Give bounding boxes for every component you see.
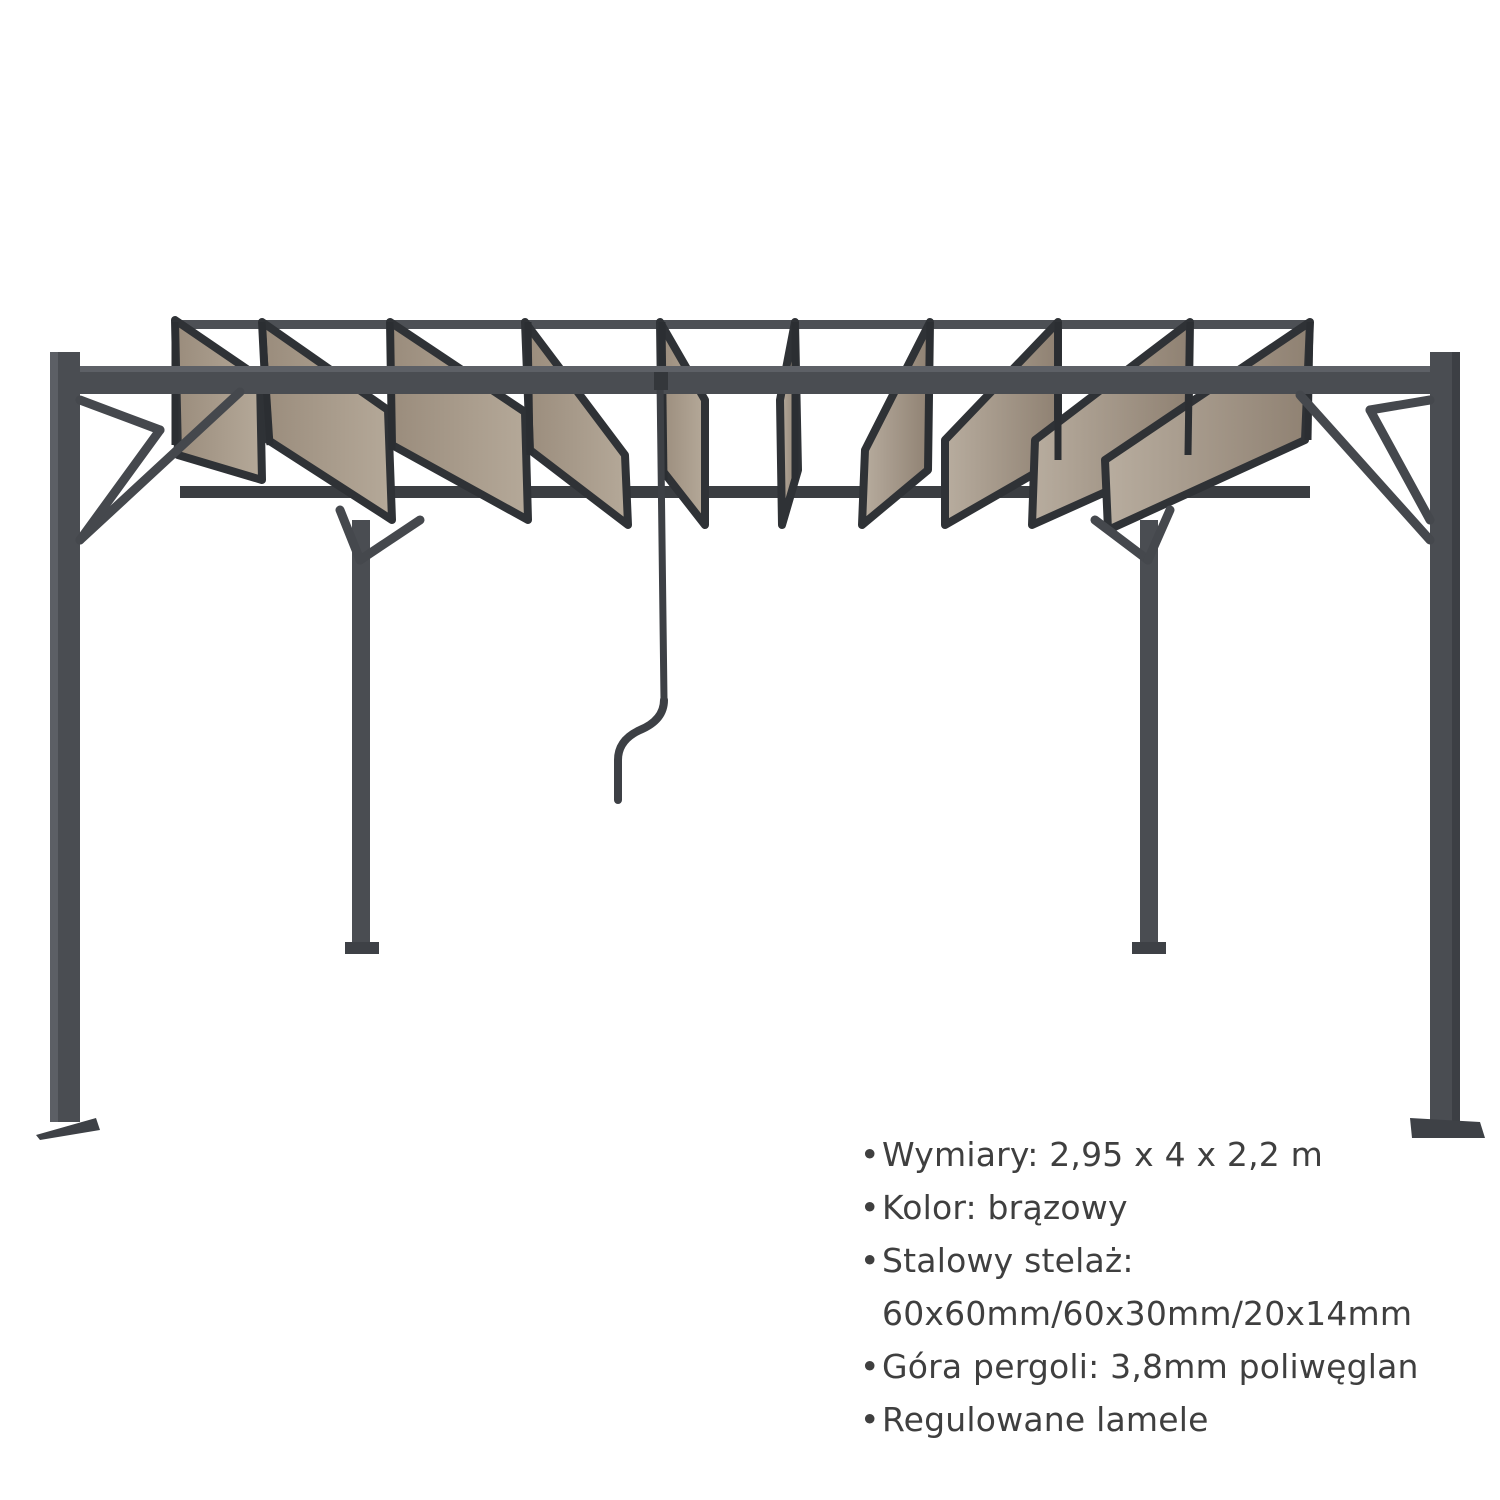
back-posts [345, 520, 1166, 954]
crank-handle [614, 376, 668, 804]
spec-frame: •Stalowy stelaż: [860, 1241, 1134, 1280]
corner-braces [75, 387, 1435, 565]
front-posts [36, 352, 1485, 1140]
spec-color: •Kolor: brązowy [860, 1188, 1128, 1227]
spec-slats: •Regulowane lamele [860, 1400, 1209, 1439]
spec-list: •Wymiary: 2,95 x 4 x 2,2 m •Kolor: brązo… [860, 1128, 1419, 1446]
spec-dimensions: •Wymiary: 2,95 x 4 x 2,2 m [860, 1135, 1324, 1174]
crank-mount [654, 372, 668, 390]
back-rail [172, 320, 1312, 498]
spec-roof: •Góra pergoli: 3,8mm poliwęglan [860, 1347, 1419, 1386]
spec-frame-sizes: 60x60mm/60x30mm/20x14mm [882, 1294, 1413, 1333]
roof-slats-right [776, 318, 1314, 534]
